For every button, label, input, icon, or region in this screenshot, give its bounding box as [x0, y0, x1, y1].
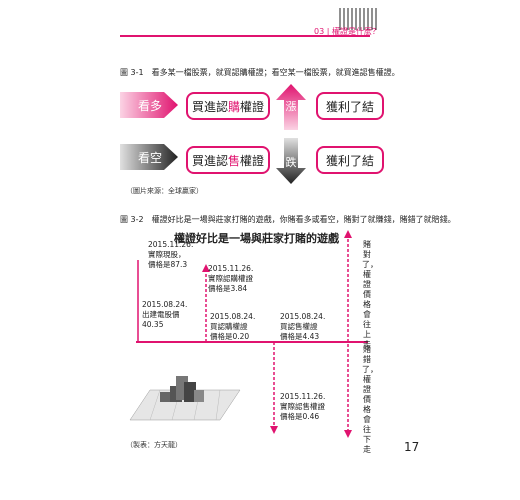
action-suffix: 權證: [240, 153, 265, 168]
figure1-source: （圖片來源：全球贏家）: [126, 187, 203, 195]
header-decoration: [339, 8, 377, 30]
up-arrow: [276, 84, 306, 130]
note-line: 實際現股，: [148, 250, 186, 259]
figure1-caption: 圖 3-1 看多某一檔股票，就買認購權證；看空某一檔股票，就買進認售權證。: [120, 68, 400, 77]
figure2-diagram: [129, 230, 368, 438]
note-line: 出建電股價: [142, 310, 180, 319]
note-line: 買認售權證: [280, 322, 318, 331]
move-down: 跌: [285, 156, 297, 169]
action-prefix: 買進認: [191, 99, 228, 114]
action-prefix: 買進認: [191, 153, 228, 168]
note-mid-center: 2015.08.24. 買認購權證 價格是0.20: [210, 312, 255, 342]
side-text-down: 賭錯了，權證價格會往下走: [362, 345, 378, 454]
note-line: 2015.08.24.: [210, 312, 256, 321]
bearish-arrow: [120, 144, 178, 170]
buy-call-warrant-box: 買進認購權證: [186, 92, 270, 120]
side-text-up: 賭對了，權證價格會往上走: [362, 240, 378, 349]
figure2-caption: 圖 3-2 權證好比是一場與莊家打賭的遊戲，你賭看多或看空，賭對了就賺錢，賭錯了…: [120, 215, 456, 224]
note-top-mid: 2015.11.26. 實際認購權證 價格是3.84: [208, 264, 253, 294]
note-line: 價格是0.20: [210, 332, 250, 341]
note-line: 價格是87.3: [148, 260, 188, 269]
page-number: 17: [404, 440, 420, 454]
note-line: 價格是4.43: [280, 332, 320, 341]
take-profit-box-2: 獲利了結: [316, 146, 384, 174]
down-arrow: [276, 138, 306, 184]
note-line: 買認購權證: [210, 322, 248, 331]
note-line: 實際認購權證: [208, 274, 253, 283]
note-line: 實際認售權證: [280, 402, 325, 411]
note-line: 2015.11.26.: [148, 240, 194, 249]
note-mid-right: 2015.08.24. 買認售權證 價格是4.43: [280, 312, 325, 342]
note-line: 2015.08.24.: [280, 312, 326, 321]
note-bottom: 2015.11.26. 實際認售權證 價格是0.46: [280, 392, 325, 422]
note-line: 價格是0.46: [280, 412, 320, 421]
action-highlight: 售: [227, 153, 240, 168]
note-line: 40.35: [142, 320, 164, 329]
action-highlight: 購: [227, 99, 240, 114]
figure2-title: 權證好比是一場與莊家打賭的遊戲: [174, 232, 339, 245]
note-line: 2015.11.26.: [208, 264, 254, 273]
figure2-source: （製表：方天龍）: [126, 441, 182, 449]
buy-put-warrant-box: 買進認售權證: [186, 146, 270, 174]
note-line: 2015.08.24.: [142, 300, 188, 309]
take-profit-box-1: 獲利了結: [316, 92, 384, 120]
note-line: 價格是3.84: [208, 284, 248, 293]
move-up: 漲: [285, 100, 297, 113]
stance-bearish: 看空: [137, 150, 162, 165]
bullish-arrow: [120, 92, 178, 118]
note-line: 2015.11.26.: [280, 392, 326, 401]
note-top-left: 2015.11.26. 實際現股， 價格是87.3: [148, 240, 193, 270]
chapter-label: 03 | 權證是什麼？: [314, 27, 380, 36]
note-mid-left: 2015.08.24. 出建電股價 40.35: [142, 300, 187, 330]
header-rule: [120, 35, 370, 37]
action-suffix: 權證: [240, 99, 265, 114]
stance-bullish: 看多: [137, 98, 162, 113]
